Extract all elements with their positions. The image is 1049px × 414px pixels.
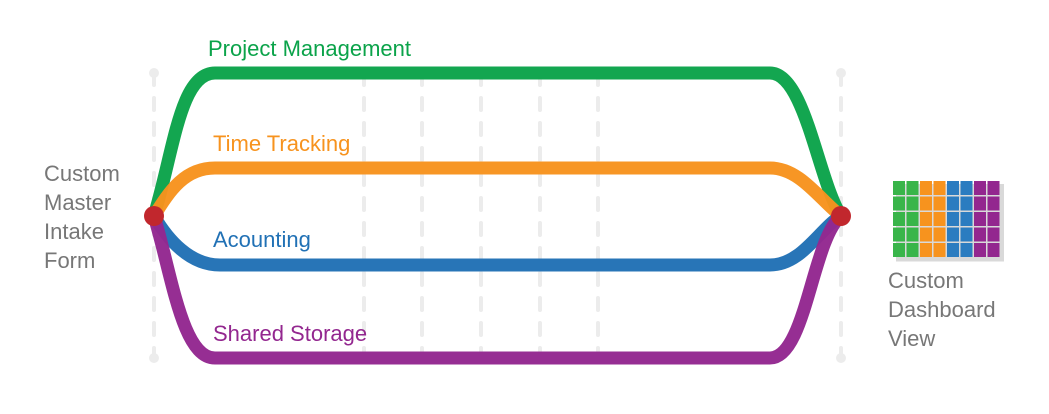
source-label-line: Custom <box>44 161 120 186</box>
icon-cell <box>960 196 973 211</box>
icon-cell <box>893 212 905 226</box>
guide-dot <box>149 68 159 78</box>
flow-label-accounting: Acounting <box>213 227 311 252</box>
icon-cell <box>893 181 905 195</box>
flow-label-shared-storage: Shared Storage <box>213 321 368 346</box>
flow-paths <box>147 66 848 365</box>
destination-label-line: Dashboard <box>888 297 996 322</box>
icon-cell <box>987 212 1000 226</box>
icon-cell <box>947 227 959 242</box>
icon-cell <box>987 196 1000 211</box>
flow-path-accounting <box>147 209 848 272</box>
icon-cell <box>906 196 919 211</box>
source-label-line: Master <box>44 190 112 215</box>
icon-cell <box>974 243 986 257</box>
icon-cell <box>920 227 932 242</box>
dashed-guide-lines <box>149 68 846 363</box>
flow-path-time-tracking <box>147 161 848 223</box>
icon-cell <box>893 243 905 257</box>
icon-cell <box>947 181 959 195</box>
guide-dot <box>149 353 159 363</box>
connection-nodes <box>144 206 851 226</box>
icon-cell <box>906 243 919 257</box>
icon-cell <box>974 212 986 226</box>
icon-cell <box>947 212 959 226</box>
source-node <box>144 206 164 226</box>
icon-cell <box>920 243 932 257</box>
icon-cell <box>933 227 946 242</box>
icon-cell <box>974 196 986 211</box>
source-label-line: Form <box>44 248 96 273</box>
icon-cell <box>893 196 905 211</box>
icon-cell <box>987 227 1000 242</box>
source-label: Custom Master Intake Form <box>44 159 154 275</box>
flow-label-time-tracking: Time Tracking <box>213 131 351 156</box>
guide-dot <box>836 353 846 363</box>
icon-cell <box>906 227 919 242</box>
destination-label-line: Custom <box>888 268 964 293</box>
icon-cell <box>906 181 919 195</box>
icon-cell <box>933 181 946 195</box>
icon-cell <box>974 181 986 195</box>
icon-cell <box>920 196 932 211</box>
source-label-line: Intake <box>44 219 104 244</box>
destination-label: Custom Dashboard View <box>888 266 1038 353</box>
icon-cell <box>947 243 959 257</box>
guide-dot <box>836 68 846 78</box>
flow-path-project-management <box>147 66 848 223</box>
icon-cell <box>987 243 1000 257</box>
icon-cell <box>893 227 905 242</box>
destination-node <box>831 206 851 226</box>
icon-cell <box>906 212 919 226</box>
icon-cell <box>933 196 946 211</box>
icon-cell <box>920 181 932 195</box>
icon-cell <box>960 227 973 242</box>
icon-cell <box>960 243 973 257</box>
destination-label-line: View <box>888 326 936 351</box>
icon-cell <box>987 181 1000 195</box>
icon-cell <box>960 212 973 226</box>
icon-cell <box>960 181 973 195</box>
flow-label-project-management: Project Management <box>208 36 411 61</box>
flow-path-shared-storage <box>147 209 848 365</box>
icon-cell <box>933 212 946 226</box>
icon-cell <box>974 227 986 242</box>
grid-dashboard-icon <box>893 181 1004 262</box>
icon-cell <box>920 212 932 226</box>
icon-cell <box>933 243 946 257</box>
icon-cell <box>947 196 959 211</box>
